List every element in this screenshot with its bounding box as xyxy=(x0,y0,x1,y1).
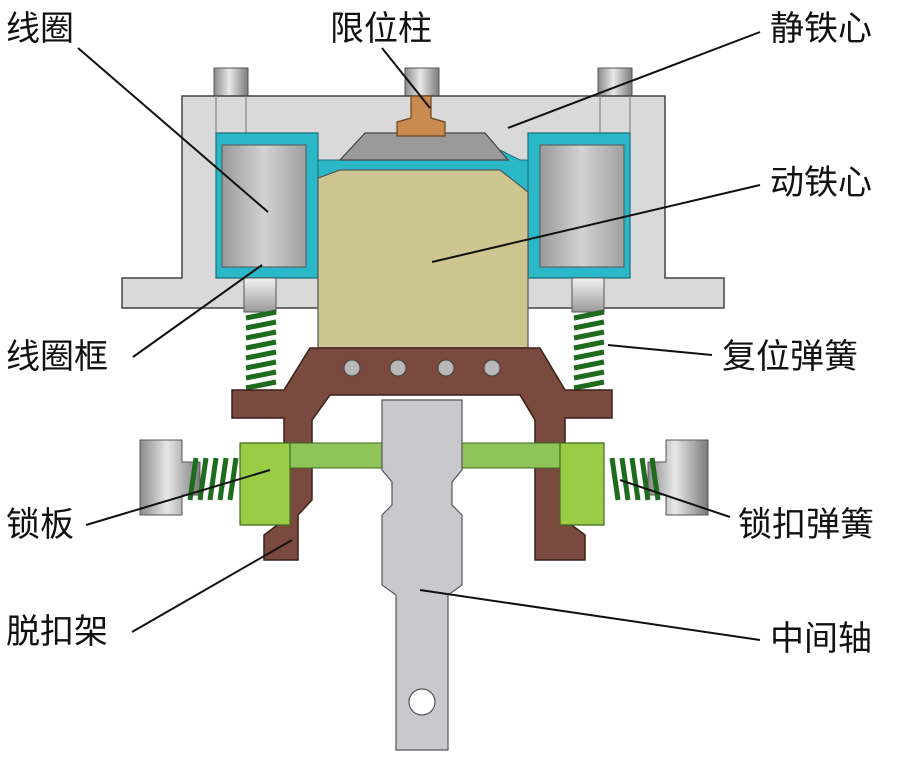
top-screws xyxy=(213,67,633,97)
spring-post-left xyxy=(243,277,277,313)
latch-spring-right xyxy=(609,457,661,501)
static-core-pole xyxy=(338,132,510,161)
housing-right-screw-slot xyxy=(599,96,631,135)
reset-spring-left xyxy=(245,309,277,391)
middle-shaft xyxy=(381,399,463,751)
label-static-core: 静铁心 xyxy=(770,9,872,49)
label-coil: 线圈 xyxy=(6,9,74,49)
label-coil-frame: 线圈框 xyxy=(6,337,108,377)
label-trip-frame: 脱扣架 xyxy=(6,612,108,652)
coil-right xyxy=(539,144,625,268)
screw-left xyxy=(213,67,249,97)
label-middle-shaft: 中间轴 xyxy=(770,619,872,659)
leader-lines xyxy=(77,31,761,641)
label-reset-spring: 复位弹簧 xyxy=(722,337,858,377)
spring-post-right xyxy=(571,277,605,313)
lock-plate-left xyxy=(239,442,291,526)
shaft-hole xyxy=(408,688,436,716)
trip-frame-holes xyxy=(343,359,501,377)
screw-middle xyxy=(404,67,440,97)
lock-plate-right xyxy=(559,442,605,526)
label-latch-spring: 锁扣弹簧 xyxy=(738,505,874,545)
reset-spring-right xyxy=(573,309,605,391)
housing-left-screw-slot xyxy=(215,96,247,135)
moving-core xyxy=(317,169,529,349)
coil-left xyxy=(221,144,307,268)
label-moving-core: 动铁心 xyxy=(770,163,872,203)
limit-post xyxy=(396,95,446,137)
latch-spring-left xyxy=(187,457,239,501)
label-limit-post: 限位柱 xyxy=(330,9,432,49)
label-lock-plate: 锁板 xyxy=(6,505,74,545)
